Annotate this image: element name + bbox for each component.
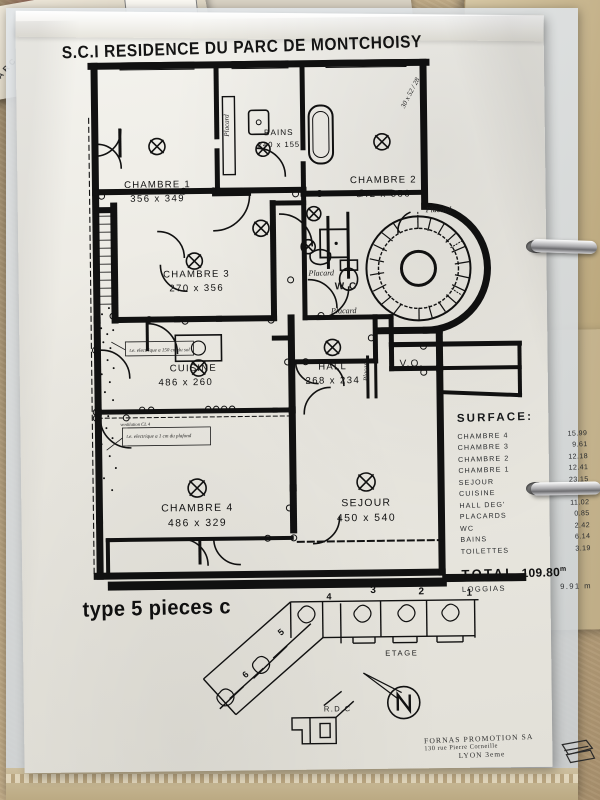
annotation-placard-1: Placard [223,114,231,138]
binder-ring-bottom[interactable] [530,481,600,496]
room-label-chambre2: CHAMBRE 2 [350,174,417,186]
room-dims-chambre3: 270 x 356 [169,283,224,295]
annotation-handwritten-dims: 30 x 52 / 28 [399,76,422,110]
surface-loggias-unit: m [583,581,592,591]
room-label-chambre3: CHAMBRE 3 [163,269,230,281]
floor-plan-drawing: CHAMBRE 1 356 x 349 CHAMBRE 2 342 x 356 … [87,58,527,745]
plan-type-label: type 5 pieces c [82,595,232,622]
room-dims-sejour: 450 x 540 [337,513,396,525]
site-unit-5: 5 [276,627,286,638]
surface-row-value: 12.18 [568,452,589,461]
room-label-sejour: SEJOUR [341,498,391,510]
surface-loggias-number: 9.91 [560,581,581,592]
room-dims-cuisine: 486 x 260 [158,377,213,389]
surface-row-value: 6.14 [574,532,591,541]
surface-total-unit: m [559,566,567,574]
room-label-hall: HALL [318,361,347,372]
room-label-cuisine: CUISINE [170,363,217,375]
surface-schedule: SURFACE: CHAMBRE 4 15.99 CHAMBRE 3 9.61 … [456,409,592,595]
surface-row-value: 11.02 [570,498,590,507]
annotation-note-kitchen: t.e. electrique a 150 cm du sol [129,348,190,354]
annotation-placard-4: Placard [330,306,358,315]
surface-row-value: 15.99 [567,429,588,438]
site-unit-4: 4 [326,591,331,601]
surface-row-label: CHAMBRE 1 [458,465,510,476]
site-unit-2: 2 [418,586,424,597]
room-dims-hall: 268 x 234 [305,375,360,387]
table-row: TOILETTES 3.19 [461,543,591,558]
annotation-note-bedroom: t.e. electrique a 1 cm du plafond [126,434,191,440]
annotation-wc: W C [335,281,358,292]
surface-row-value: 0.85 [574,509,590,518]
surface-loggias-value: 9.91 m [560,581,592,591]
surface-row-value: 3.19 [575,543,591,553]
site-unit-3: 3 [370,585,376,596]
surface-total-value: 109.80m [521,565,566,580]
binder-ring-top[interactable] [530,238,598,255]
sleeve-bottom-strip [6,768,578,800]
room-dims-chambre4: 486 x 329 [168,518,227,530]
room-label-bains: BAINS [264,128,294,137]
surface-heading: SURFACE: [456,410,534,426]
annotation-placard-5: Placard [363,359,370,382]
surface-row-value: 2.42 [574,521,591,530]
site-unit-1: 1 [466,588,472,599]
annotation-vo: V.O. [400,358,424,369]
room-dims-chambre1: 356 x 349 [130,193,185,205]
annotation-note-valves: ventilation CL 4 [120,422,151,427]
room-dims-bains: 240 x 155 [258,140,300,150]
surface-row-label: BAINS [460,535,488,545]
surface-row-value: 12.41 [568,463,589,473]
surface-total-number: 109.80 [521,565,561,581]
room-label-chambre1: CHAMBRE 1 [124,179,191,191]
surface-total-label: TOTAL [461,565,516,583]
site-unit-6: 6 [240,669,250,680]
room-label-chambre4: CHAMBRE 4 [161,503,233,515]
annotation-placard-2: Placard [425,205,453,214]
surface-total-row: TOTAL 109.80m [461,563,591,582]
credits-logo-icon [561,739,596,764]
surface-row-label: PLACARDS [459,511,507,522]
room-dims-chambre2: 342 x 356 [356,188,411,200]
annotation-placard-3: Placard [307,268,335,277]
surface-row-label: WC [459,524,475,533]
floor-plan-sheet: S.C.I RESIDENCE DU PARC DE MONTCHOISY [15,10,596,774]
surface-row-label: TOILETTES [460,546,510,556]
site-label-rdc: R.D.C [324,704,352,713]
surface-row-value: 9.61 [572,440,588,450]
site-label-etage: ETAGE [385,648,418,657]
surface-loggias-label: LOGGIAS [461,583,507,595]
